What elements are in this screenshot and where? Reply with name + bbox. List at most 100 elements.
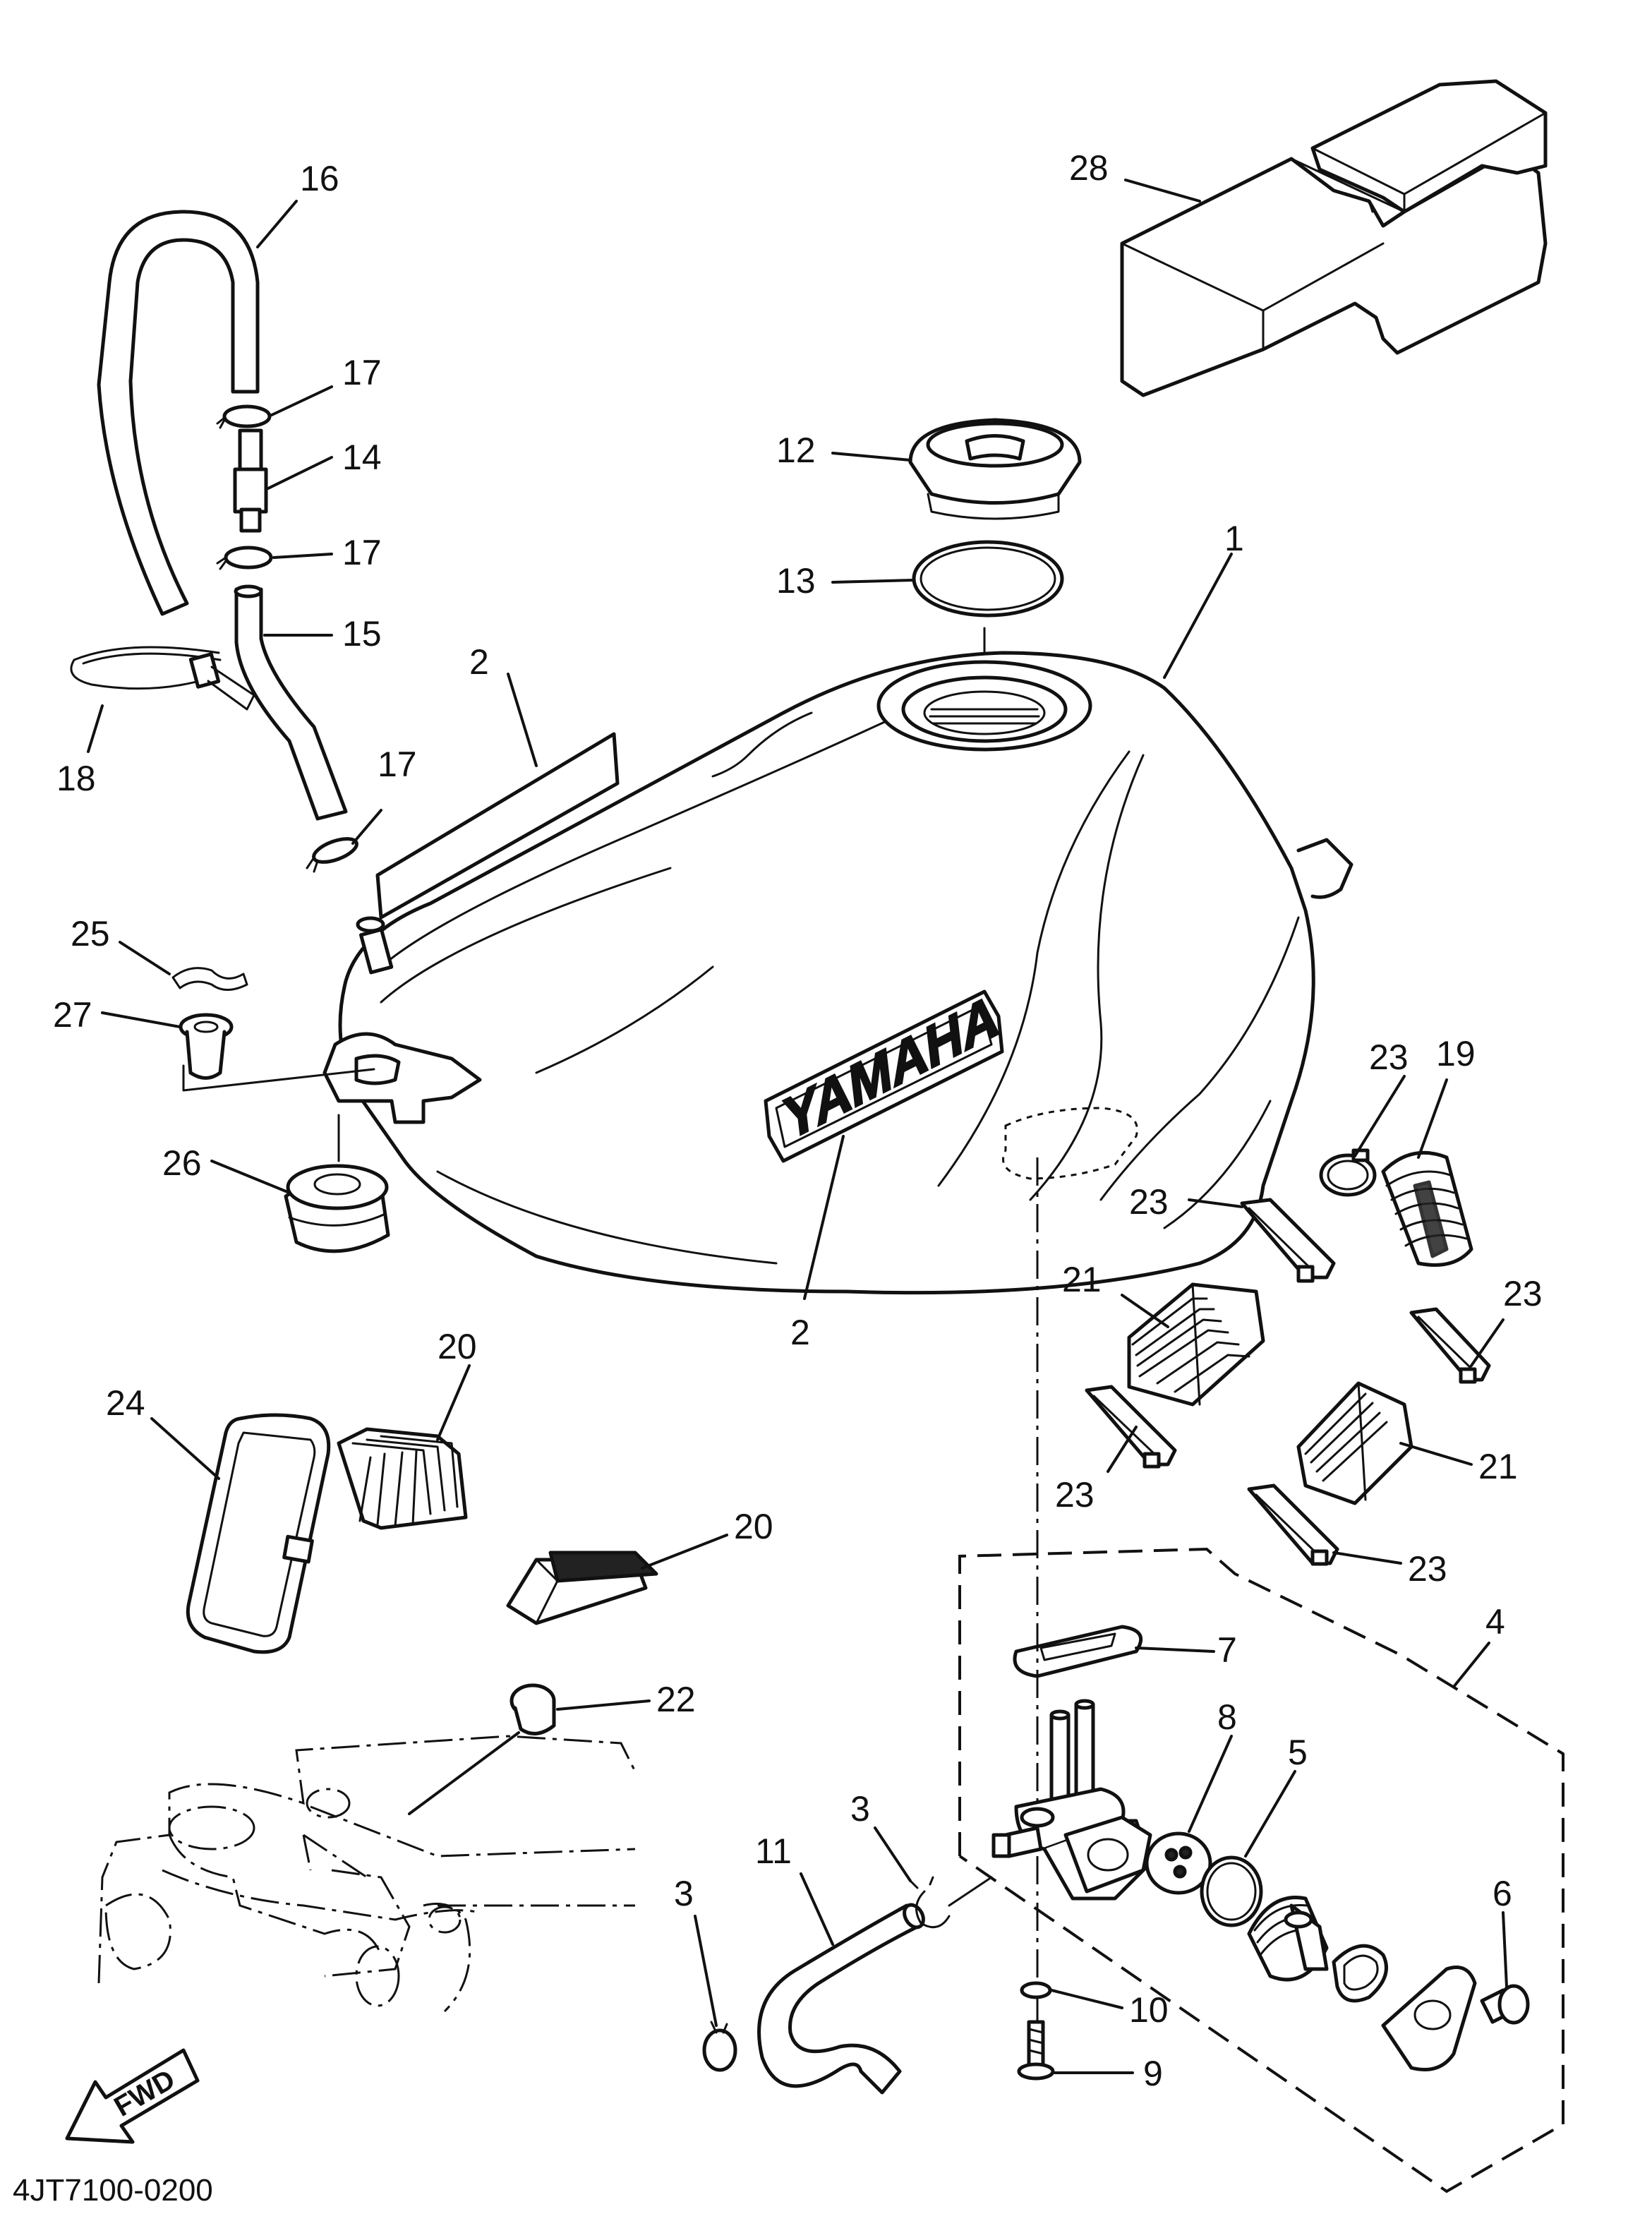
leader-16 (256, 200, 298, 248)
part-lever-gasket (1332, 1944, 1388, 2003)
part-14-joint (233, 428, 268, 533)
leader-23-plate-1 (1188, 1198, 1243, 1208)
leader-25 (119, 941, 171, 975)
callout-10: 10 (1129, 1990, 1169, 2030)
leader-3-hose-end (694, 1915, 718, 2027)
part-lever-assembly (1247, 1896, 1329, 1982)
callout-12: 12 (776, 431, 816, 470)
callout-23-left-bottom: 23 (1055, 1475, 1095, 1515)
part-lever-plate (1381, 1966, 1477, 2071)
part-19-spring-boot (1381, 1150, 1473, 1267)
part-15-hose-short (234, 584, 348, 821)
callout-23-left-top: 23 (1129, 1182, 1169, 1222)
leader-24 (150, 1417, 220, 1480)
leader-8 (1188, 1735, 1233, 1833)
part-fuel-cock-body (991, 1699, 1152, 1901)
callout-3-cock-end: 3 (850, 1789, 870, 1829)
callout-14: 14 (342, 438, 382, 477)
part-6-screw (1480, 1984, 1530, 2025)
callout-2-top: 2 (469, 642, 489, 682)
leader-5 (1244, 1770, 1296, 1858)
callout-18: 18 (56, 759, 96, 798)
leader-7 (1135, 1647, 1215, 1653)
callout-21-bottom: 21 (1478, 1447, 1518, 1486)
callout-labels: 1 2 2 3 3 4 5 6 7 8 9 10 11 12 13 14 15 … (53, 148, 1543, 2093)
part-16-breather-hose (97, 210, 260, 616)
hose-axis-line (948, 1876, 993, 1907)
part-17-clip-middle (216, 546, 273, 570)
callout-26: 26 (162, 1143, 202, 1183)
part-17-clip-top (216, 404, 272, 429)
part-27-collar (179, 1013, 234, 1080)
part-17-clip-lower (306, 837, 358, 873)
callout-16: 16 (300, 159, 339, 198)
callout-6: 6 (1493, 1874, 1512, 1913)
collar-axis-line (182, 1064, 375, 1092)
callout-28: 28 (1069, 148, 1109, 188)
leader-23-plate-3 (1107, 1426, 1138, 1473)
callout-20-bottom: 20 (734, 1507, 773, 1546)
leader-22 (556, 1699, 651, 1711)
part-8-filter (1145, 1831, 1212, 1895)
callout-20-top: 20 (438, 1327, 477, 1366)
leader-22-to-frame (408, 1731, 520, 1815)
fwd-arrow-icon: FWD (65, 2048, 200, 2144)
callout-25: 25 (71, 914, 110, 953)
part-23-plate-3 (1085, 1385, 1177, 1469)
callout-22: 22 (656, 1680, 696, 1719)
part-10-washer (1020, 1981, 1052, 1999)
leader-21-bottom (1399, 1442, 1473, 1466)
part-11-fuel-hose (757, 1903, 925, 2095)
part-13-gasket (912, 540, 1064, 618)
leader-2-top (507, 673, 538, 767)
callout-23-bottom: 23 (1408, 1549, 1447, 1589)
leader-17-middle (272, 553, 333, 559)
leader-23-top (1353, 1075, 1406, 1157)
callout-27: 27 (53, 995, 92, 1035)
callout-17-lower: 17 (378, 745, 417, 784)
leader-28 (1124, 179, 1201, 203)
callout-8: 8 (1217, 1697, 1237, 1737)
callout-19: 19 (1436, 1034, 1476, 1073)
leader-18 (87, 704, 104, 753)
leader-11 (800, 1872, 834, 1946)
leader-19 (1417, 1078, 1448, 1159)
leader-23-plate-4 (1332, 1551, 1402, 1565)
part-25-damper-clip (171, 967, 248, 991)
leader-17-top (270, 385, 333, 416)
callout-1: 1 (1224, 519, 1244, 558)
callout-23-top: 23 (1369, 1037, 1409, 1077)
part-4-assembly-boundary (958, 1547, 1564, 2193)
part-20-pad-set (337, 1427, 468, 1530)
part-23-plate-2 (1409, 1307, 1491, 1384)
callout-23-right: 23 (1503, 1274, 1543, 1313)
part-24-seal-frame (186, 1413, 331, 1654)
part-28-foam-block (1120, 79, 1548, 397)
leader-27 (101, 1011, 181, 1028)
callout-17-top: 17 (342, 353, 382, 392)
part-23-clamp-top (1319, 1148, 1377, 1197)
leader-6 (1502, 1911, 1508, 1988)
leader-20-bottom (641, 1534, 728, 1570)
part-9-screw (1017, 2020, 1055, 2081)
leader-3-cock-end (874, 1826, 912, 1882)
callout-3-hose-end: 3 (674, 1874, 694, 1913)
callout-11: 11 (755, 1831, 792, 1871)
part-18-band-clamp (70, 646, 255, 711)
callout-21-top: 21 (1062, 1260, 1102, 1299)
part-12-fuel-cap (908, 418, 1082, 520)
part-23-plate-1 (1240, 1198, 1336, 1283)
part-1-fuel-tank: YAMAHA (322, 651, 1353, 1295)
part-7-gasket (1013, 1625, 1143, 1678)
callout-9: 9 (1143, 2054, 1163, 2093)
part-5-o-ring (1200, 1855, 1263, 1927)
leader-14 (267, 456, 333, 490)
callout-7: 7 (1217, 1630, 1237, 1670)
leader-20-top (436, 1364, 471, 1441)
leader-21-top (1121, 1294, 1169, 1328)
leader-4 (1452, 1642, 1490, 1688)
leader-23-plate-2 (1470, 1318, 1505, 1367)
leader-1 (1163, 553, 1233, 679)
leader-13 (831, 579, 915, 584)
